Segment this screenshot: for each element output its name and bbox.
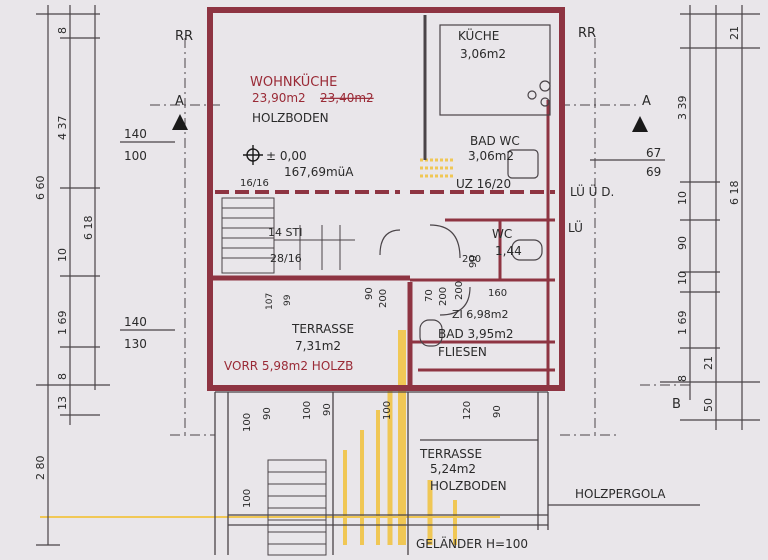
room-terrasse2-floor: HOLZBODEN [430, 479, 507, 493]
dim-door-100d: 100 [382, 401, 393, 420]
section-a-right-marker [632, 116, 648, 132]
section-lines [150, 38, 690, 436]
room-badwc-name: BAD WC [470, 134, 520, 148]
stair-exterior [267, 459, 327, 556]
opening-left2-top: 140 [124, 315, 147, 329]
dim-door-200a: 200 [378, 289, 389, 308]
holzpergola-label: HOLZPERGOLA [575, 487, 666, 501]
dim-left-660: 6 60 [34, 176, 47, 201]
uz-label: UZ 16/20 [456, 177, 511, 191]
level-absolute-label: 167,69müA [284, 165, 354, 179]
dim-door-90a: 90 [364, 287, 375, 300]
room-zi-label: ZI 6,98m2 [452, 308, 508, 321]
room-terrasse1-area: 7,31m2 [295, 339, 341, 353]
dim-right-8: 8 [676, 375, 689, 382]
dim-right-618: 6 18 [728, 181, 741, 206]
room-terrasse2-name: TERRASSE [419, 447, 482, 461]
dim-room-160: 160 [488, 288, 507, 299]
room-wohnkueche-area-struck: 23,40m2 [320, 91, 374, 105]
dim-right-10b: 10 [676, 271, 689, 285]
door-dimension-labels: 90 200 70 200 90 200 200 107 99 100 90 1… [242, 254, 507, 508]
dim-door-100c: 100 [242, 489, 253, 508]
room-vorr-label: VORR 5,98m2 HOLZB [224, 359, 353, 373]
room-wohnkueche-floor: HOLZBODEN [252, 111, 329, 125]
luefter-label: LÜ [568, 219, 583, 235]
room-bad-name: BAD 3,95m2 [438, 327, 514, 341]
dim-door-90b: 90 [468, 255, 479, 268]
room-wc-name: WC [492, 227, 512, 241]
dim-left-8: 8 [56, 27, 69, 34]
opening-left1-top: 140 [124, 127, 147, 141]
dim-door-120: 120 [462, 401, 473, 420]
highlight-marks [40, 158, 500, 545]
room-kueche-area: 3,06m2 [460, 47, 506, 61]
level-marker [243, 145, 263, 165]
section-a-left-marker [172, 114, 188, 130]
left-chain-labels: 8 4 37 6 18 10 1 69 8 13 6 60 2 80 [34, 27, 95, 480]
dim-left-280: 2 80 [34, 456, 47, 481]
pergola-structure [214, 391, 700, 555]
stair-label: 14 STI [268, 226, 302, 239]
room-wohnkueche-name: WOHNKÜCHE [250, 73, 337, 90]
level-zero-label: ± 0,00 [266, 149, 307, 163]
dim-left-169: 1 69 [56, 311, 69, 336]
room-terrasse2-area: 5,24m2 [430, 462, 476, 476]
dim-door-90e: 90 [492, 405, 503, 418]
stair-rise-label: 28/16 [270, 252, 302, 265]
room-wohnkueche-area: 23,90m2 [252, 91, 306, 105]
dim-door-90c: 90 [262, 407, 273, 420]
section-b-label: B [672, 397, 681, 412]
opening-right-bottom: 69 [646, 165, 661, 179]
stair-main [221, 197, 355, 274]
dim-left-8b: 8 [56, 373, 69, 380]
walls [207, 7, 565, 391]
room-terrasse1-name: TERRASSE [291, 322, 354, 336]
luefter-top-label: LÜ Ü D. [570, 183, 614, 199]
dim-door-99: 99 [283, 294, 293, 306]
dim-door-200b: 200 [438, 287, 449, 306]
left-dimension-lines [36, 5, 175, 546]
dim-left-10: 10 [56, 248, 69, 262]
dim-left-618: 6 18 [82, 216, 95, 241]
dim-door-90d: 90 [322, 403, 333, 416]
dim-right-10: 10 [676, 191, 689, 205]
dim-left-13: 13 [56, 396, 69, 410]
right-chain-labels: 21 3 39 6 18 10 90 10 1 69 21 8 50 [676, 26, 741, 412]
dim-right-90: 90 [676, 236, 689, 250]
rr-left-label: RR [175, 29, 193, 44]
room-bad-floor: FLIESEN [438, 345, 487, 359]
right-dimension-lines [590, 5, 760, 430]
dim-door-107: 107 [265, 293, 275, 310]
dim-door-70: 70 [424, 289, 435, 302]
opening-left1-bottom: 100 [124, 149, 147, 163]
opening-right-top: 67 [646, 146, 661, 160]
dim-door-200d: 200 [462, 254, 481, 265]
section-a-right-label: A [642, 94, 651, 109]
fixtures [379, 24, 551, 347]
dim-right-50: 50 [702, 398, 715, 412]
dim-right-21: 21 [728, 26, 741, 40]
dim-door-200c: 200 [454, 281, 465, 300]
dim-left-437: 4 37 [56, 116, 69, 141]
dim-right-169: 1 69 [676, 311, 689, 336]
stair-count-label: 16/16 [240, 178, 269, 189]
section-a-left-label: A [175, 94, 184, 109]
opening-left2-bottom: 130 [124, 337, 147, 351]
room-badwc-area: 3,06m2 [468, 149, 514, 163]
gelaender-label: GELÄNDER H=100 [416, 536, 528, 551]
rr-right-label: RR [578, 26, 596, 41]
dim-door-100a: 100 [242, 413, 253, 432]
dim-right-21b: 21 [702, 356, 715, 370]
dim-right-339: 3 39 [676, 96, 689, 121]
room-wc-area: 1,44 [495, 244, 522, 258]
section-markers [172, 114, 648, 132]
room-kueche-name: KÜCHE [458, 27, 499, 43]
dim-door-100b: 100 [302, 401, 313, 420]
